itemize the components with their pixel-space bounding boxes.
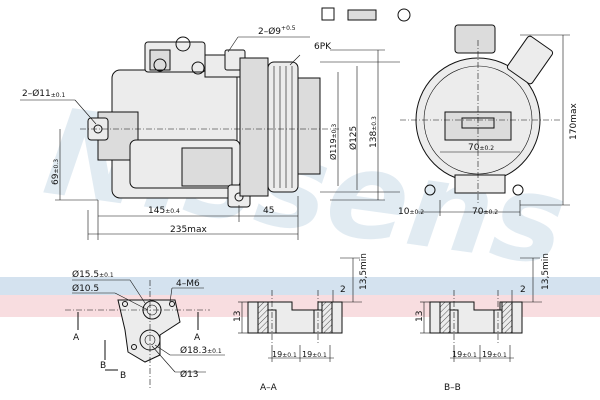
svg-text:45: 45 [263,206,274,216]
svg-text:13,5min: 13,5min [541,253,551,290]
connector-icon [321,7,335,21]
sensor-icon [347,9,377,21]
svg-text:19±0.1: 19±0.1 [302,350,327,359]
front-view-labels: 2–Ø11±0.1 2–Ø9+0.5 6PK Ø119±0.3 Ø125 138… [22,25,379,235]
svg-text:Ø119±0.3: Ø119±0.3 [328,124,338,160]
svg-text:Ø125: Ø125 [348,126,359,150]
svg-text:Ø15.5±0.1: Ø15.5±0.1 [72,269,114,280]
svg-text:19±0.1: 19±0.1 [272,350,297,359]
svg-text:B–B: B–B [444,383,461,393]
svg-text:69±0.3: 69±0.3 [51,159,61,185]
svg-text:13,5min: 13,5min [359,253,369,290]
section-aa [238,257,362,362]
section-bb [420,257,542,362]
svg-text:Ø13: Ø13 [180,369,199,380]
svg-text:Ø10.5: Ø10.5 [72,283,99,294]
svg-text:10±0.2: 10±0.2 [398,207,424,217]
svg-text:13: 13 [415,311,425,322]
svg-text:19±0.1: 19±0.1 [482,350,507,359]
svg-text:70±0.2: 70±0.2 [472,207,498,217]
svg-text:A: A [73,333,80,343]
svg-text:235max: 235max [170,225,207,235]
svg-text:2: 2 [520,285,526,295]
svg-text:145±0.4: 145±0.4 [148,206,180,216]
svg-text:4–M6: 4–M6 [176,279,200,289]
svg-text:2–Ø9+0.5: 2–Ø9+0.5 [258,25,296,37]
svg-text:2: 2 [340,285,346,295]
flange-view-labels: Ø15.5±0.1 Ø10.5 4–M6 Ø18.3±0.1 Ø13 A A B… [72,269,222,381]
side-view [400,24,560,205]
plug-icon [397,8,411,22]
section-bb-labels: B–B 13,5min 2 13 19±0.1 19±0.1 [415,253,551,393]
svg-text:170max: 170max [569,103,579,140]
side-view-dimensions [418,34,570,216]
flange-view [65,279,225,390]
svg-text:138±0.3: 138±0.3 [369,116,379,148]
svg-text:6PK: 6PK [314,42,332,52]
side-view-icons [321,7,411,22]
svg-text:B: B [120,371,126,381]
section-aa-labels: A–A 13,5min 2 13 19±0.1 19±0.1 [233,253,369,393]
svg-text:70±0.2: 70±0.2 [468,143,494,153]
svg-text:A: A [194,333,201,343]
front-view [80,36,340,208]
svg-text:B: B [100,361,106,371]
svg-text:Ø18.3±0.1: Ø18.3±0.1 [180,345,222,356]
svg-text:A–A: A–A [260,383,278,393]
side-view-labels: 170max 70±0.2 10±0.2 70±0.2 [398,103,579,217]
svg-text:19±0.1: 19±0.1 [452,350,477,359]
front-view-dimensions [20,36,400,240]
svg-text:2–Ø11±0.1: 2–Ø11±0.1 [22,88,66,99]
svg-text:13: 13 [233,311,243,322]
